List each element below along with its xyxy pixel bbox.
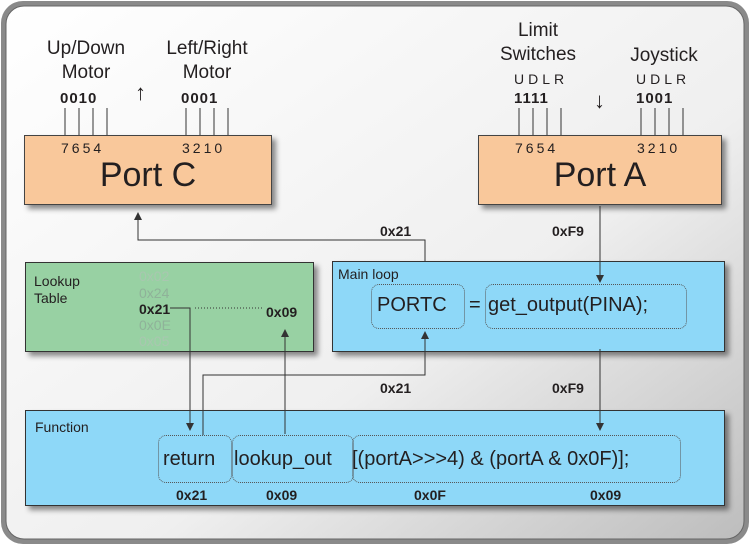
lookup-entry-2: 0x0E: [139, 317, 171, 333]
portc-code: PORTC: [377, 294, 447, 316]
port-c-label: Port C: [99, 156, 197, 194]
port-a-box: 7654 3210 Port A: [478, 135, 722, 205]
port-c-high-bits: 0010: [60, 90, 98, 107]
lookup-entry-faded-top: 0x02: [139, 268, 170, 284]
args-highlight: [352, 435, 681, 483]
lookup-table-box: Lookup Table 0x02 0x24 0x21 0x0E 0x05 0x…: [25, 262, 314, 352]
value-to-port-c: 0x21: [380, 223, 412, 239]
get-output-highlight: [485, 284, 687, 329]
lookup-table-label: Lookup Table: [34, 273, 80, 306]
value-to-main-loop: 0x21: [380, 380, 412, 396]
main-loop-box: Main loop PORTC = get_output(PINA);: [332, 261, 725, 352]
return-code: return: [163, 448, 216, 470]
updown-motor-title: Up/Down Motor: [46, 38, 126, 83]
value-into-function: 0xF9: [552, 380, 584, 396]
lookup-out-highlight: [232, 435, 354, 483]
limit-switches-udlr: UDLR: [514, 71, 569, 87]
lookup-index: 0x09: [266, 304, 298, 320]
lookup-entry-selected: 0x21: [139, 301, 171, 317]
port-a-input-arrow-icon: ↓: [594, 88, 605, 113]
port-a-bit-numbers-high: 7654: [515, 140, 559, 156]
port-c-bit-numbers-low: 3210: [182, 140, 226, 156]
joystick-title: Joystick: [630, 45, 698, 66]
port-c-low-bits: 0001: [181, 90, 219, 107]
port-a-bit-numbers-low: 3210: [637, 140, 681, 156]
function-box: Function return lookup_out [(portA>>>4) …: [25, 410, 725, 506]
portc-highlight: [371, 284, 465, 329]
lookup-entry-faded-bottom: 0x05: [139, 333, 170, 349]
value-result: 0x09: [590, 487, 622, 503]
main-loop-label: Main loop: [338, 266, 399, 282]
port-a-label: Port A: [553, 156, 647, 194]
limit-switches-title: Limit Switches: [499, 20, 577, 65]
port-a-high-bits: 1111: [514, 90, 549, 107]
port-c-bit-numbers-high: 7654: [61, 140, 105, 156]
joystick-udlr: UDLR: [636, 71, 691, 87]
leftright-motor-title: Left/Right Motor: [166, 38, 248, 83]
return-highlight: [158, 435, 232, 483]
port-a-low-bits: 1001: [636, 90, 674, 107]
value-return: 0x21: [176, 487, 208, 503]
value-from-port-a: 0xF9: [552, 223, 584, 239]
lookup-out-code: lookup_out: [234, 448, 332, 470]
get-output-code: get_output(PINA);: [488, 294, 649, 316]
assign-operator: =: [469, 294, 481, 316]
args-code: [(portA>>>4) & (portA & 0x0F)];: [352, 448, 630, 470]
function-label: Function: [35, 419, 89, 435]
port-c-output-arrow-icon: ↑: [135, 80, 146, 105]
lookup-entry-0: 0x24: [139, 285, 170, 301]
port-c-box: 7654 3210 Port C: [24, 135, 272, 205]
value-lookup: 0x09: [266, 487, 298, 503]
value-mask: 0x0F: [414, 487, 446, 503]
